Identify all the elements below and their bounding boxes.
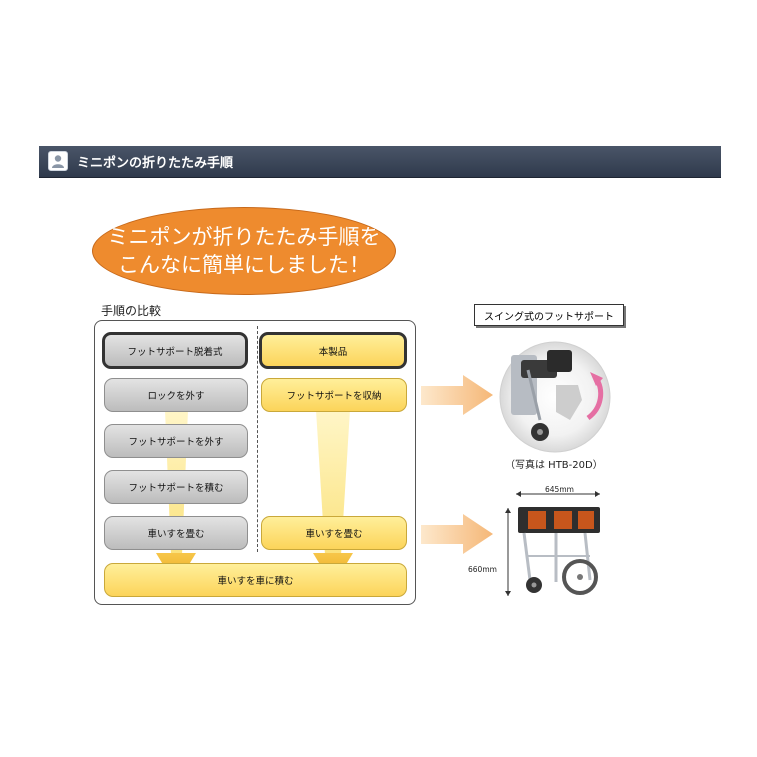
left-step-unlock: ロックを外す — [104, 378, 248, 412]
final-step-load-into-car: 車いすを車に積む — [104, 563, 407, 597]
headline-oval: ミニポンが折りたたみ手順を こんなに簡単にしました！ — [92, 207, 396, 295]
arrow-to-footrest-photo — [421, 375, 493, 415]
headline-line-1: ミニポンが折りたたみ手順を — [107, 225, 381, 249]
left-step-load-footrest: フットサポートを積む — [104, 470, 248, 504]
section-title: ミニポンの折りたたみ手順 — [77, 156, 234, 171]
left-step-fold-wheelchair: 車いすを畳む — [104, 516, 248, 550]
width-dimension: 645mm — [545, 485, 574, 494]
footrest-photo-label: スイング式のフットサポート — [474, 304, 624, 326]
headline-line-2: こんなに簡単にしました！ — [118, 253, 370, 277]
section-header: ミニポンの折りたたみ手順 — [39, 146, 721, 178]
right-column-header: 本製品 — [259, 332, 407, 369]
right-step-store-footrest: フットサポートを収納 — [261, 378, 407, 412]
column-divider — [257, 326, 258, 552]
right-step-fold-wheelchair: 車いすを畳む — [261, 516, 407, 550]
left-step-remove-footrest: フットサポートを外す — [104, 424, 248, 458]
photo-caption: （写真は HTB-20D） — [505, 460, 603, 471]
arrow-to-folded-photo — [421, 514, 493, 554]
left-column-header: フットサポート脱着式 — [102, 332, 248, 369]
comparison-title: 手順の比較 — [101, 304, 162, 318]
person-icon — [48, 151, 68, 171]
height-dimension: 660mm — [468, 565, 497, 574]
